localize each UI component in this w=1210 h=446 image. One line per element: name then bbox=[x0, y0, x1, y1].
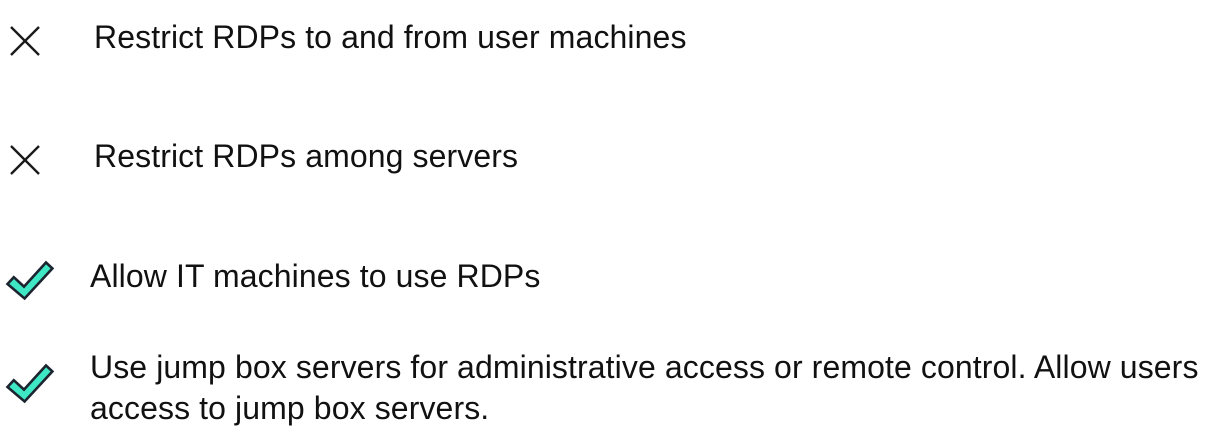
cross-icon bbox=[0, 136, 94, 177]
list-item-label: Use jump box servers for administrative … bbox=[90, 349, 1208, 426]
list-item-label: Restrict RDPs among servers bbox=[94, 138, 519, 174]
list-item: Restrict RDPs to and from user machines bbox=[0, 17, 687, 58]
check-icon bbox=[0, 256, 90, 301]
list-item-label: Restrict RDPs to and from user machines bbox=[94, 19, 687, 55]
list-item: Allow IT machines to use RDPs bbox=[0, 256, 540, 301]
list-item: Use jump box servers for administrative … bbox=[0, 347, 1205, 429]
list-item-label: Allow IT machines to use RDPs bbox=[90, 258, 541, 294]
list-item: Restrict RDPs among servers bbox=[0, 136, 518, 177]
check-icon bbox=[0, 347, 90, 404]
cross-icon bbox=[0, 17, 94, 58]
